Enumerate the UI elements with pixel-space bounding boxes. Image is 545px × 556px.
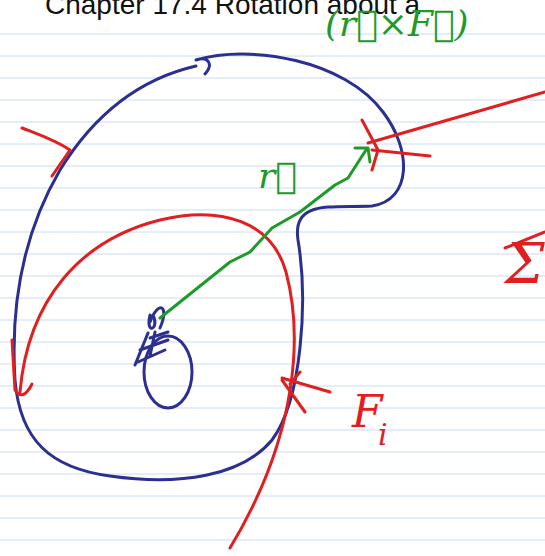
red-region-curve — [20, 215, 294, 548]
force-mark — [362, 92, 545, 170]
force-label: F — [352, 390, 383, 434]
torque-expression: (r⃗×F⃗) — [325, 6, 469, 42]
red-chevron — [22, 128, 70, 176]
subscript-label: i — [378, 420, 388, 450]
ruled-lines — [0, 34, 545, 540]
red-tick-left — [12, 340, 32, 395]
sum-symbol: Σ — [505, 236, 545, 292]
position-vector — [160, 150, 366, 318]
force-mark-lower — [282, 372, 330, 412]
vector-label: r⃗ — [258, 158, 297, 194]
position-vector-head — [355, 148, 370, 162]
